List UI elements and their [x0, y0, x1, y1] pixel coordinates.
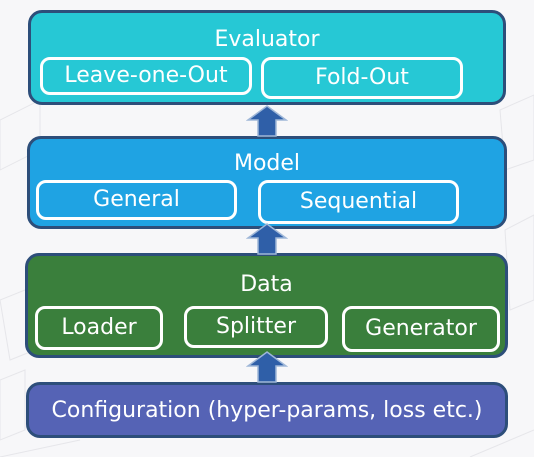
data-title: Data	[240, 272, 293, 297]
configuration-layer: Configuration (hyper-params, loss etc.)	[26, 382, 508, 438]
fold-out-box: Fold-Out	[261, 57, 463, 99]
evaluator-layer: Evaluator Leave-one-Out Fold-Out	[28, 10, 506, 105]
splitter-box: Splitter	[184, 306, 328, 348]
sequential-box: Sequential	[258, 180, 459, 224]
arrow-up-icon	[246, 351, 288, 383]
leave-one-out-box: Leave-one-Out	[40, 57, 252, 95]
data-layer: Data Loader Splitter Generator	[25, 253, 508, 358]
generator-box: Generator	[342, 306, 500, 352]
arrow-up-icon	[246, 105, 288, 137]
arrow-up-icon	[246, 223, 288, 255]
general-box: General	[36, 180, 237, 220]
loader-box: Loader	[35, 306, 163, 350]
model-layer: Model General Sequential	[27, 136, 507, 229]
model-title: Model	[233, 151, 301, 176]
configuration-title: Configuration (hyper-params, loss etc.)	[51, 398, 483, 423]
evaluator-title: Evaluator	[214, 27, 320, 52]
